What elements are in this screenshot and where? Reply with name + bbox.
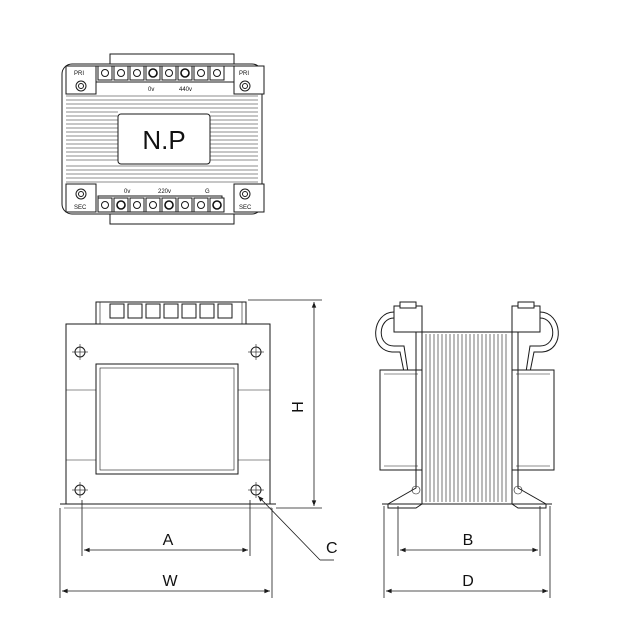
top-view: N.P PRI PRI 0v 440v [61,53,265,225]
cooling-fins [66,95,258,183]
nameplate [117,113,211,165]
dimension-d-label: D [462,573,474,590]
bottom-left-screw-icon [75,188,87,200]
dimension-w-label: W [162,573,178,590]
top-label-0v: 0v [148,87,154,93]
corner-tag-bl: SEC [74,205,87,211]
front-view: A W H C [59,299,338,598]
nameplate-text: N.P [142,125,185,155]
bottom-right-screw-icon [239,188,251,200]
dimension-h-label: H [290,401,307,413]
dimension-c-label: C [326,540,338,557]
corner-tag-tl: PRI [74,71,84,77]
corner-tag-br: SEC [239,205,252,211]
corner-tag-tr: PRI [239,71,249,77]
bottom-label-220v: 220v [158,189,171,195]
dimension-c-leader [257,495,321,561]
top-right-screw-icon [239,80,251,92]
top-left-screw-icon [75,80,87,92]
top-view-body [61,63,263,215]
dimension-a-label: A [163,532,174,549]
side-view: B D [375,301,559,598]
bottom-label-g: G [205,189,210,195]
core-window [95,363,239,475]
top-label-440v: 440v [179,87,192,93]
dimension-b-label: B [463,532,474,549]
laminated-core [421,331,513,505]
top-terminal-strip: PRI PRI 0v 440v [65,65,265,95]
mounting-hole-icon [72,344,264,498]
bottom-label-0v: 0v [124,189,130,195]
front-terminal-block [95,301,247,325]
bottom-terminal-strip: SEC SEC 0v 220v G [65,183,265,213]
